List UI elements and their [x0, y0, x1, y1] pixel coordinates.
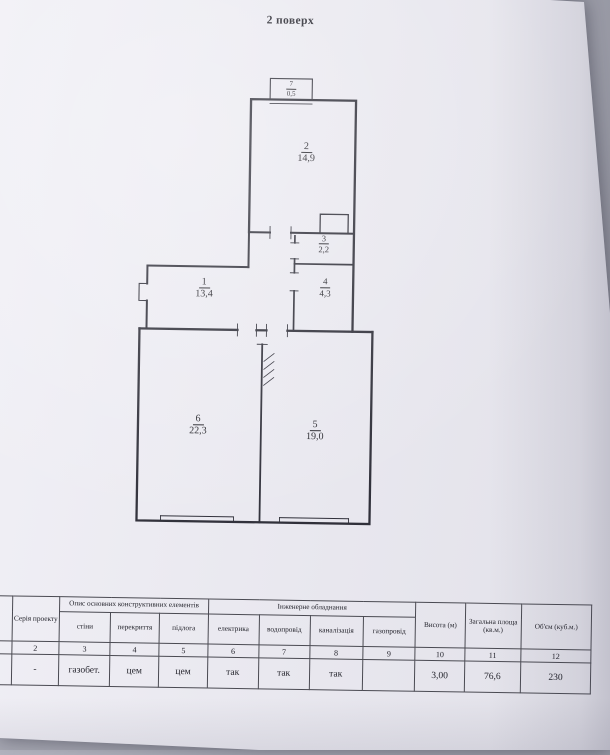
- header-height: Висота (м): [415, 602, 465, 648]
- column-number: 6: [208, 644, 259, 658]
- room-number: 3: [319, 234, 329, 245]
- column-number: 3: [59, 642, 110, 656]
- room-area: 19,0: [292, 431, 338, 444]
- header-sewerage: каналізація: [310, 616, 363, 647]
- value-cut: [0, 653, 11, 684]
- column-number: 4: [110, 642, 159, 656]
- room-label-7: 7 0,5: [275, 80, 307, 99]
- room-label-2: 2 14,9: [284, 141, 328, 166]
- header-total-area: Загальна площа (кв.м.): [465, 603, 522, 649]
- room-label-6: 6 22,3: [175, 413, 221, 438]
- column-number: 9: [362, 646, 415, 660]
- room-number: 7: [286, 81, 296, 90]
- room-label-3: 3 2,2: [306, 234, 342, 256]
- room-number: 6: [192, 413, 203, 425]
- header-volume: Об'єм (куб.м.): [521, 604, 592, 650]
- header-electricity: електрика: [208, 614, 259, 645]
- value-water: так: [258, 658, 310, 690]
- column-number: 8: [309, 646, 362, 660]
- value-electricity: так: [207, 657, 258, 689]
- room-area: 13,4: [182, 288, 226, 301]
- room-area: 2,2: [306, 244, 342, 255]
- value-ceilings: цем: [109, 655, 159, 687]
- room-number: 2: [301, 141, 312, 153]
- value-floor: цем: [159, 656, 208, 688]
- header-ceilings: перекриття: [110, 612, 160, 643]
- room-label-4: 4 4,3: [306, 276, 344, 300]
- value-height: 3,00: [415, 660, 465, 692]
- column-number: 12: [521, 649, 591, 663]
- room-number: 5: [309, 419, 320, 431]
- technical-data-table: ації Серія проекту Опис основних констру…: [0, 595, 592, 695]
- room-area: 14,9: [284, 153, 328, 166]
- value-gas: [362, 659, 415, 691]
- header-floor: підлога: [159, 613, 208, 644]
- header-gas: газопровід: [363, 616, 416, 647]
- column-number: 5: [159, 643, 208, 657]
- column-number-cut: [0, 640, 12, 653]
- room-area: 0,5: [275, 89, 307, 98]
- room-area: 22,3: [175, 425, 221, 438]
- column-number: 7: [258, 645, 309, 659]
- room-label-1: 1 13,4: [182, 276, 226, 301]
- room-number: 4: [320, 277, 331, 288]
- value-walls: газобет.: [59, 655, 110, 687]
- value-series: -: [11, 654, 59, 686]
- header-project-series: Серія проекту: [12, 596, 60, 642]
- cutoff-left-column: ації: [0, 595, 12, 640]
- room-label-5: 5 19,0: [292, 419, 338, 444]
- value-total-area: 76,6: [464, 661, 521, 693]
- header-water: водопровід: [259, 615, 311, 646]
- value-volume: 230: [520, 662, 591, 694]
- header-walls: стіни: [59, 612, 110, 643]
- room-number: 1: [199, 276, 210, 288]
- column-number: 2: [11, 641, 59, 655]
- column-number: 10: [415, 647, 464, 661]
- value-sewerage: так: [309, 659, 362, 691]
- column-number: 11: [465, 648, 521, 662]
- room-area: 4,3: [306, 288, 344, 300]
